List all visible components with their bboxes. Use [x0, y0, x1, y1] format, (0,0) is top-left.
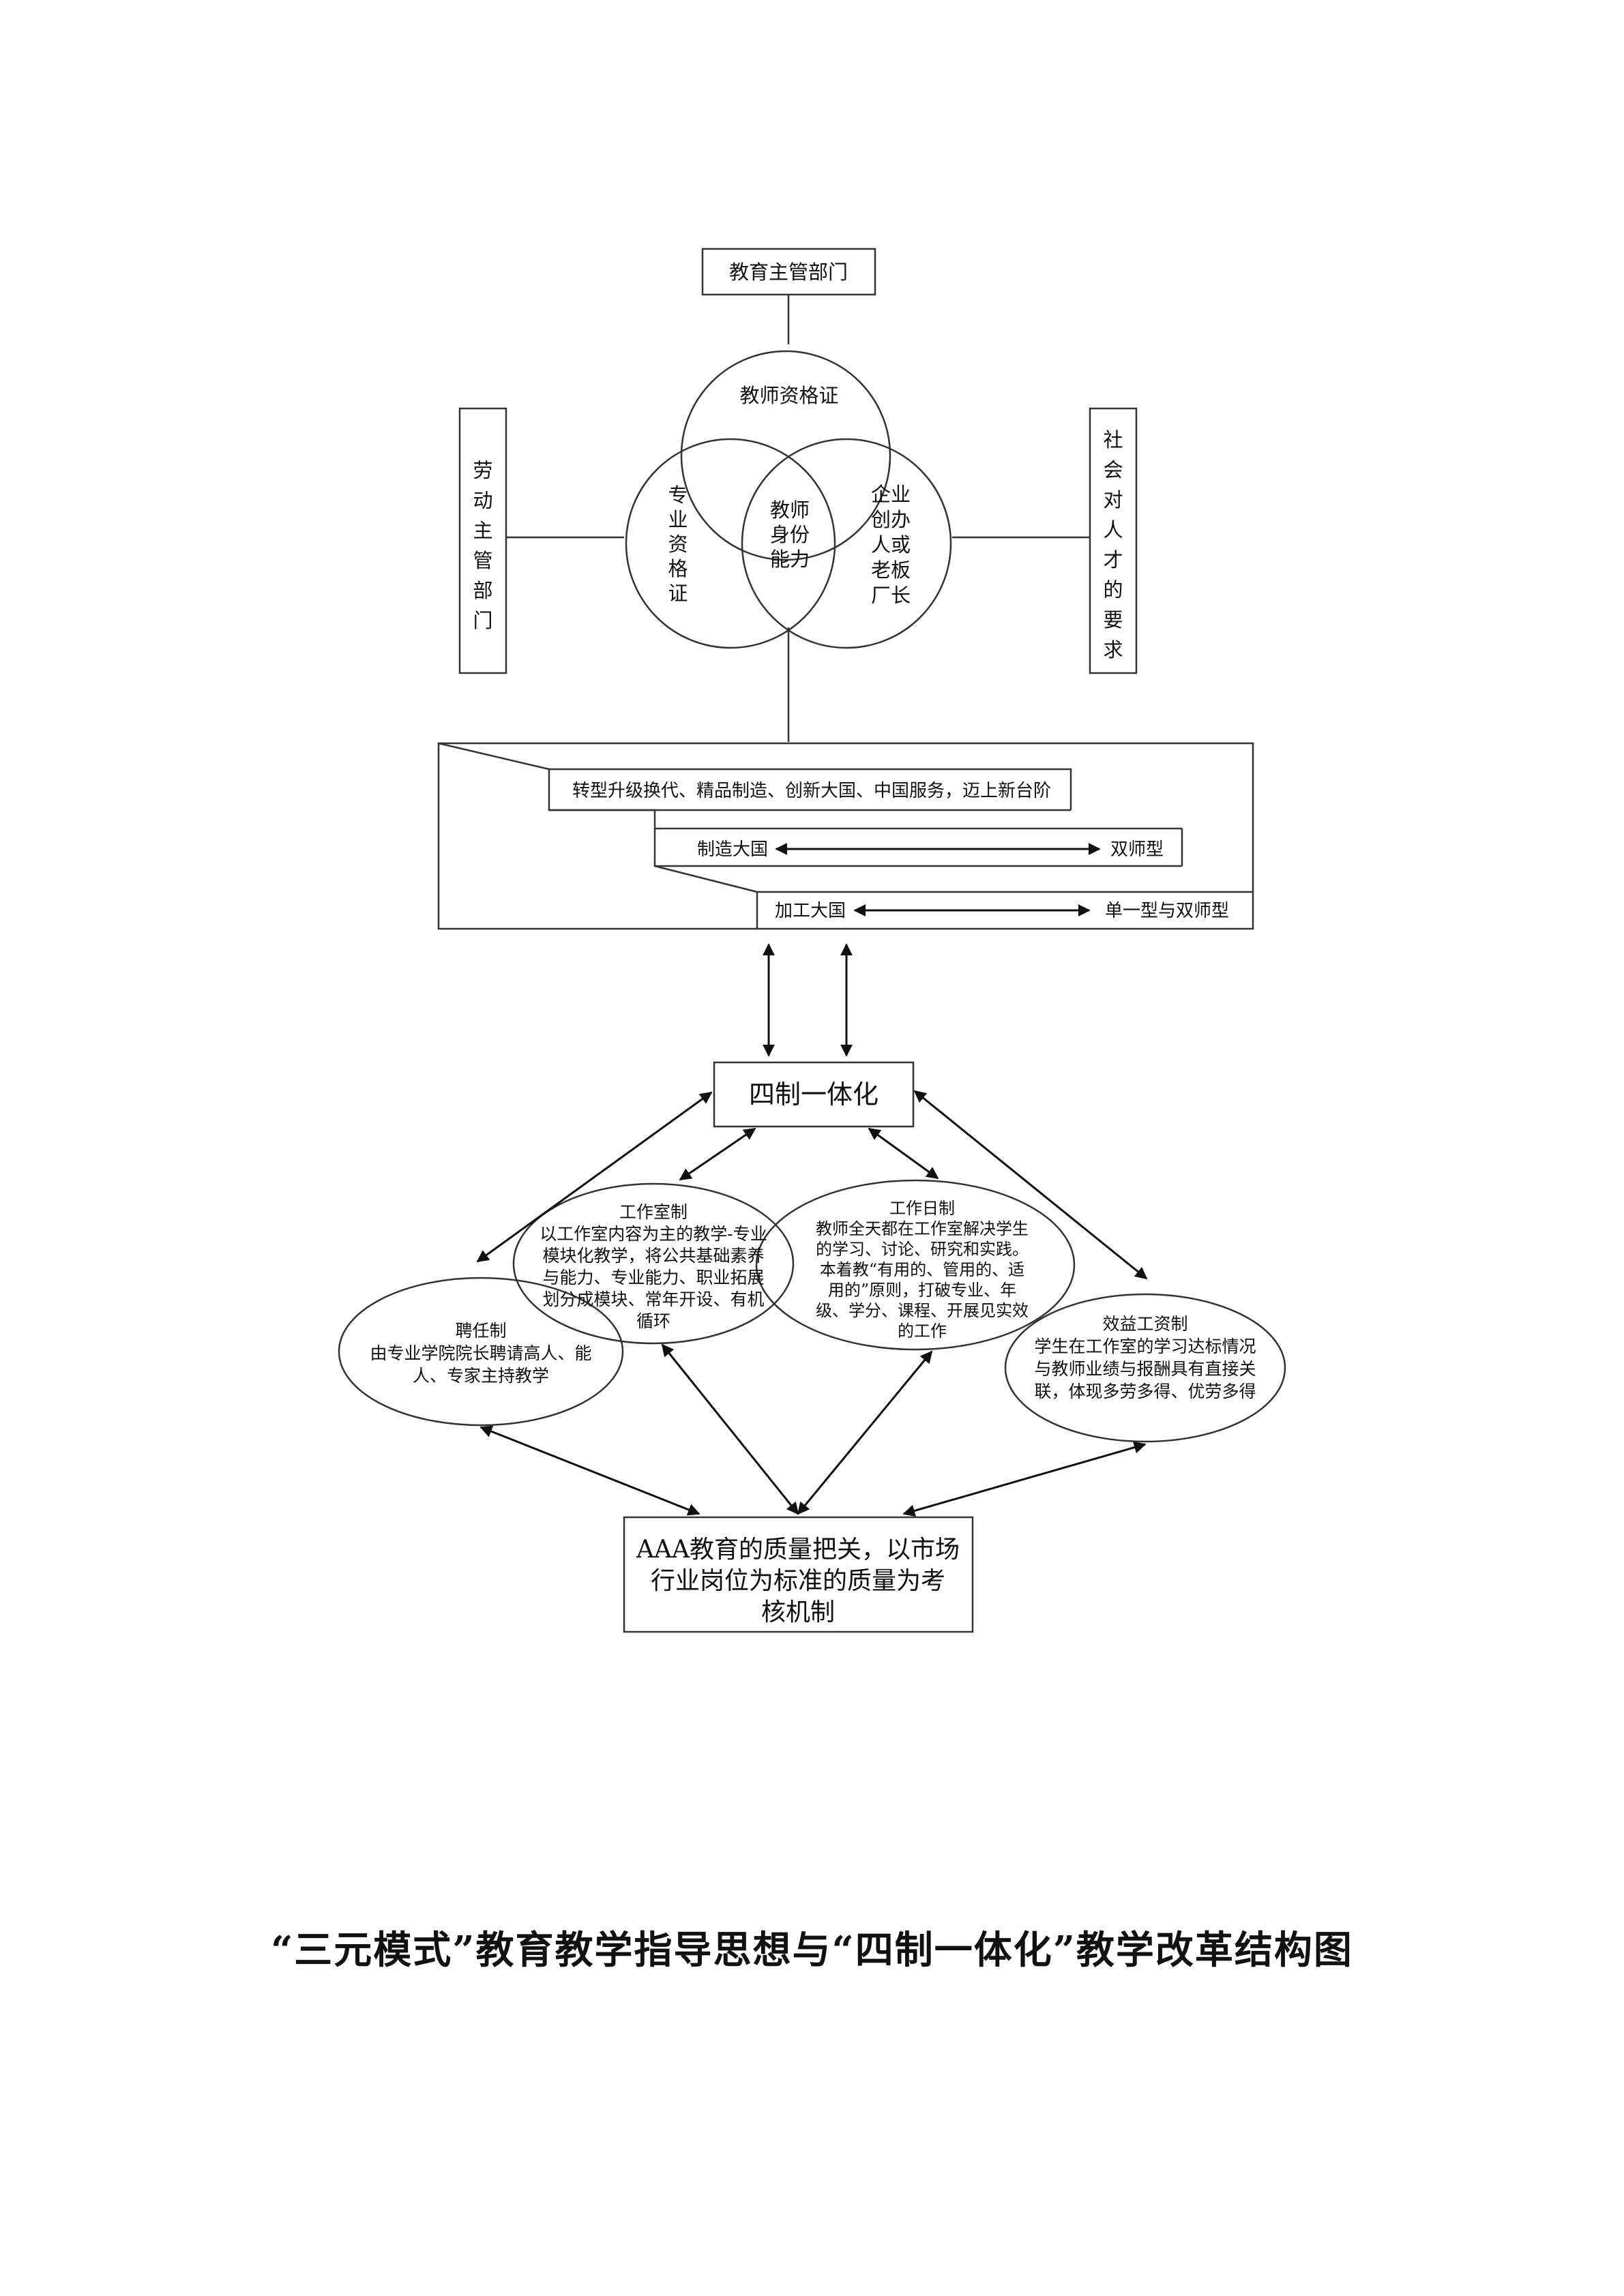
- box-quality-control: [623, 1516, 974, 1633]
- svg-text:会: 会: [1103, 458, 1123, 481]
- stairs-frame: [437, 742, 1254, 930]
- svg-text:工作日制: 工作日制: [889, 1199, 955, 1218]
- svg-text:与能力、专业能力、职业拓展: 与能力、专业能力、职业拓展: [542, 1268, 764, 1287]
- svg-text:本着教“有用的、管用的、适: 本着教“有用的、管用的、适: [820, 1260, 1024, 1279]
- label-enterprise-founder: 企业 创办 人或 老板 厂长: [871, 483, 911, 607]
- svg-text:的学习、讨论、研究和实践。: 的学习、讨论、研究和实践。: [816, 1240, 1029, 1259]
- label-education-authority: 教育主管部门: [729, 260, 848, 284]
- svg-text:聘任制: 聘任制: [455, 1321, 506, 1341]
- label-teacher-identity: 教师 身份 能力: [770, 498, 810, 571]
- label-labor-authority: 劳 动 主 管 部 门: [473, 459, 492, 632]
- label-four-in-one: 四制一体化: [749, 1079, 879, 1109]
- svg-text:核机制: 核机制: [761, 1598, 835, 1626]
- arrow-hub-hiring: [476, 1091, 713, 1263]
- svg-text:与教师业绩与报酬具有直接关: 与教师业绩与报酬具有直接关: [1034, 1359, 1256, 1379]
- arrow-hub-benefit: [913, 1090, 1148, 1280]
- svg-text:AAA教育的质量把关，以市场: AAA教育的质量把关，以市场: [636, 1536, 960, 1564]
- svg-text:人、专家主持教学: 人、专家主持教学: [413, 1366, 549, 1386]
- svg-text:格: 格: [668, 557, 688, 580]
- svg-text:社: 社: [1103, 428, 1123, 451]
- svg-text:的: 的: [1103, 578, 1123, 601]
- svg-text:业: 业: [668, 508, 688, 531]
- circle-enterprise-founder: [741, 438, 952, 649]
- svg-text:厂长: 厂长: [871, 584, 911, 607]
- circle-professional-certificate: [625, 438, 836, 649]
- circle-teacher-certificate: [680, 350, 891, 561]
- arrow-hiring-bottom: [479, 1425, 700, 1516]
- svg-text:人: 人: [1103, 518, 1123, 541]
- svg-text:用的”原则，打破专业、年: 用的”原则，打破专业、年: [828, 1281, 1016, 1300]
- svg-text:教师: 教师: [770, 498, 810, 522]
- label-step1: 转型升级换代、精品制造、创新大国、中国服务，迈上新台阶: [572, 781, 1051, 801]
- label-step3-left: 加工大国: [775, 901, 846, 921]
- svg-text:由专业学院院长聘请高人、能: 由专业学院院长聘请高人、能: [370, 1343, 591, 1363]
- label-step2-right: 双师型: [1110, 839, 1164, 860]
- label-hiring: 聘任制 由专业学院院长聘请高人、能 人、专家主持教学: [370, 1321, 591, 1386]
- figure-caption: “三元模式”教育教学指导思想与“四制一体化”教学改革结构图: [271, 1928, 1353, 1973]
- label-workday: 工作日制 教师全天都在工作室解决学生 的学习、讨论、研究和实践。 本着教“有用的…: [816, 1199, 1029, 1341]
- svg-text:划分成模块、常年开设、有机: 划分成模块、常年开设、有机: [542, 1289, 764, 1309]
- svg-text:循环: 循环: [636, 1311, 670, 1331]
- svg-text:证: 证: [668, 582, 688, 605]
- svg-text:门: 门: [473, 609, 492, 632]
- arrow-benefit-bottom: [902, 1441, 1147, 1517]
- svg-text:创办: 创办: [871, 508, 911, 531]
- svg-text:劳: 劳: [473, 459, 492, 482]
- label-quality-control: AAA教育的质量把关，以市场 行业岗位为标准的质量为考 核机制: [636, 1536, 960, 1626]
- arrow-hub-workday: [868, 1127, 939, 1180]
- svg-text:人或: 人或: [871, 533, 911, 556]
- svg-text:学生在工作室的学习达标情况: 学生在工作室的学习达标情况: [1034, 1337, 1256, 1356]
- label-step2-left: 制造大国: [697, 839, 768, 860]
- svg-text:要: 要: [1103, 608, 1123, 631]
- svg-text:资: 资: [668, 533, 688, 556]
- svg-text:工作室制: 工作室制: [619, 1202, 688, 1222]
- svg-text:老板: 老板: [871, 558, 911, 582]
- svg-text:级、学分、课程、开展见实效: 级、学分、课程、开展见实效: [816, 1301, 1029, 1320]
- svg-text:企业: 企业: [871, 483, 911, 506]
- svg-text:的工作: 的工作: [898, 1322, 947, 1341]
- svg-text:管: 管: [473, 549, 492, 572]
- svg-text:主: 主: [473, 519, 492, 542]
- box-four-in-one: [713, 1061, 915, 1128]
- stair-step-3: [654, 865, 1253, 893]
- svg-text:教师全天都在工作室解决学生: 教师全天都在工作室解决学生: [816, 1219, 1029, 1238]
- svg-text:模块化教学，将公共基础素养: 模块化教学，将公共基础素养: [542, 1246, 764, 1266]
- svg-text:才: 才: [1103, 548, 1123, 571]
- box-labor-authority: [458, 407, 507, 674]
- svg-text:能力: 能力: [770, 548, 810, 571]
- label-teacher-certificate: 教师资格证: [739, 384, 838, 407]
- label-workshop: 工作室制 以工作室内容为主的教学-专业 模块化教学，将公共基础素养 与能力、专业…: [540, 1202, 767, 1331]
- label-society-demand: 社 会 对 人 才 的 要 求: [1103, 428, 1123, 661]
- svg-text:动: 动: [473, 489, 492, 512]
- label-benefit: 效益工资制 学生在工作室的学习达标情况 与教师业绩与报酬具有直接关 联，体现多劳…: [1034, 1314, 1256, 1401]
- svg-text:求: 求: [1103, 638, 1123, 661]
- svg-text:专: 专: [668, 483, 688, 507]
- label-step3-right: 单一型与双师型: [1105, 901, 1229, 921]
- svg-text:对: 对: [1103, 488, 1123, 511]
- arrow-workshop-bottom: [661, 1343, 799, 1515]
- arrow-workday-bottom: [797, 1350, 933, 1515]
- box-education-authority: [701, 248, 876, 296]
- svg-text:以工作室内容为主的教学-专业: 以工作室内容为主的教学-专业: [540, 1224, 767, 1244]
- label-professional-certificate: 专 业 资 格 证: [668, 483, 688, 605]
- box-society-demand: [1089, 407, 1138, 674]
- svg-text:效益工资制: 效益工资制: [1102, 1314, 1187, 1334]
- arrow-hub-workshop: [679, 1127, 756, 1181]
- svg-text:联，体现多劳多得、优劳多得: 联，体现多劳多得、优劳多得: [1034, 1382, 1256, 1401]
- ellipse-hiring: [338, 1277, 624, 1427]
- svg-text:身份: 身份: [770, 523, 810, 546]
- stair-step-1: [438, 742, 1072, 810]
- svg-text:部: 部: [473, 579, 492, 602]
- svg-text:行业岗位为标准的质量为考: 行业岗位为标准的质量为考: [651, 1567, 945, 1595]
